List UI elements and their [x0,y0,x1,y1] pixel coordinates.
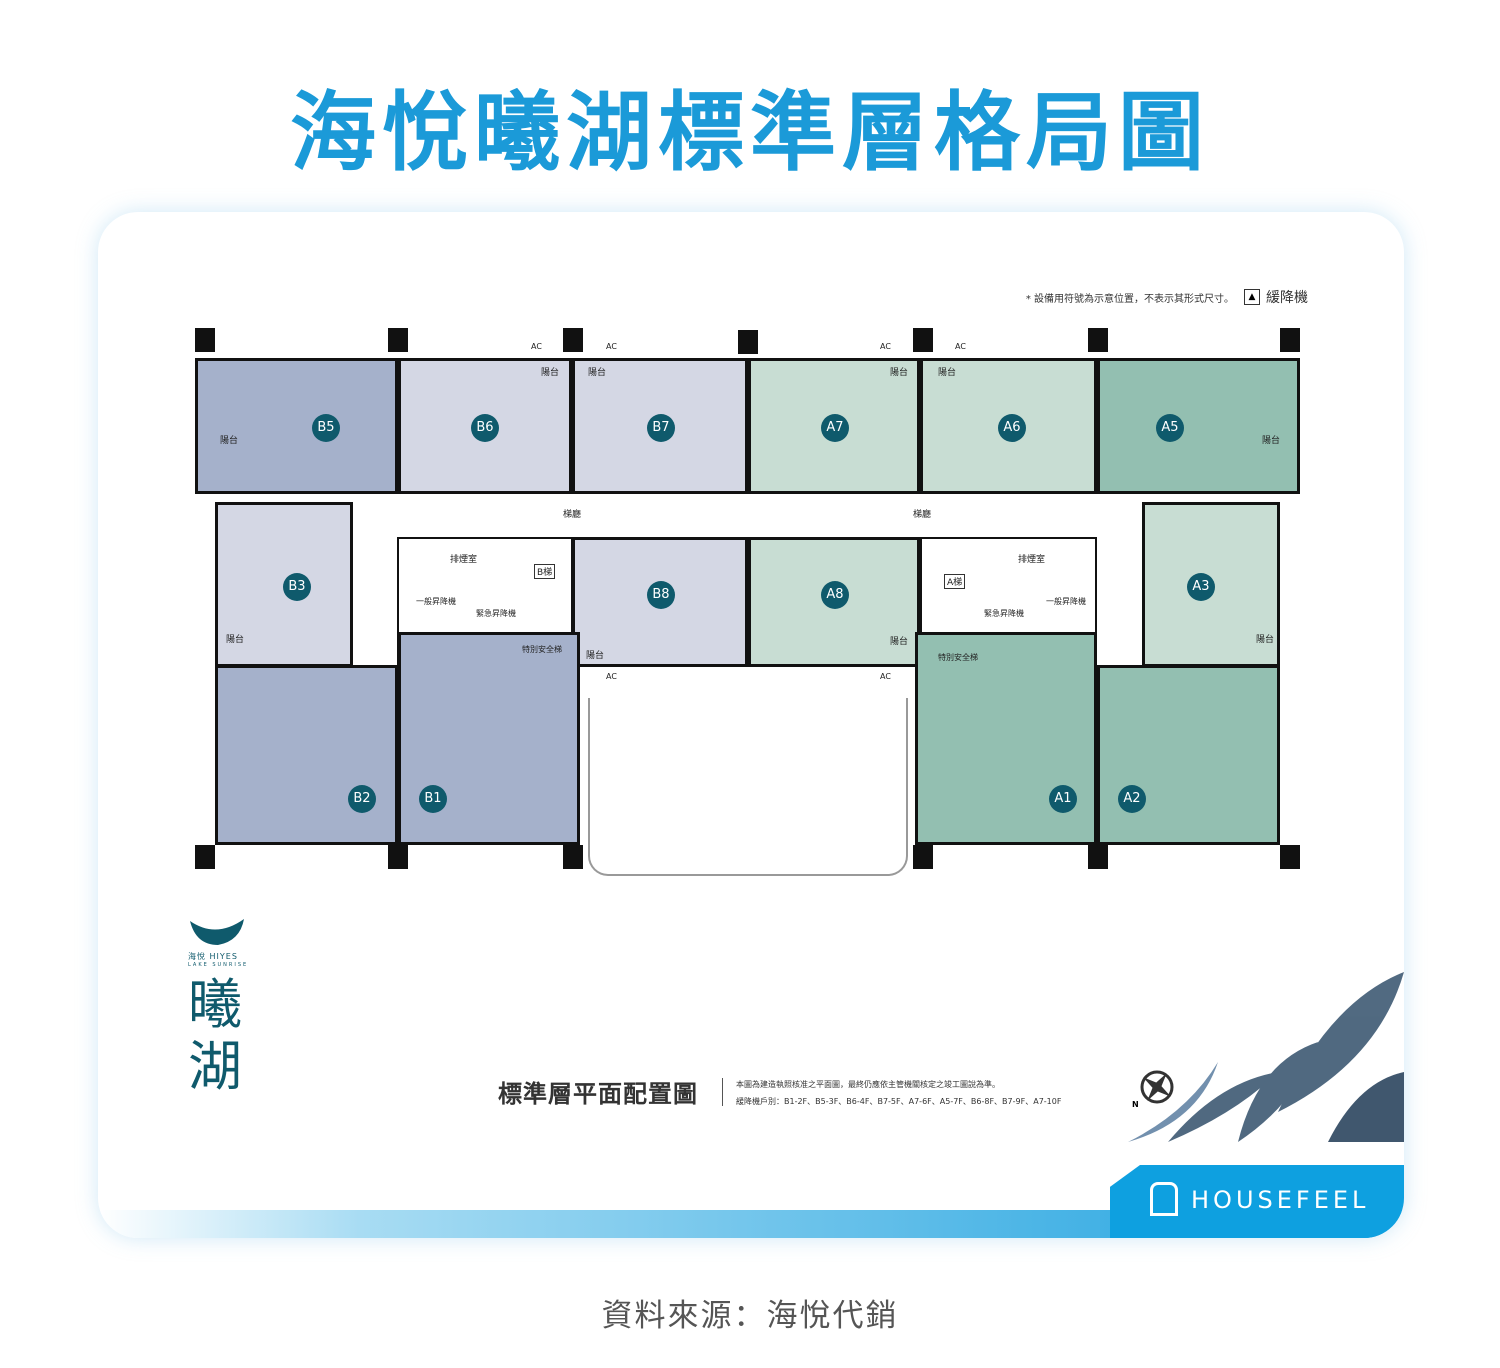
ac-label: AC [880,342,891,351]
caption-note: 本圖為建造執照核准之平面圖，最終仍應依主管機關核定之竣工圖說為準。 [736,1080,1000,1089]
wave-logo-icon [190,919,244,945]
floor-plan: 梯廳 梯廳 排煙室 排煙室 B梯 A梯 一般昇降機 緊急昇降機 一般昇降機 緊急… [98,212,1404,912]
north-label: N [1132,1100,1139,1109]
unit-a5 [1097,358,1300,494]
smoke-room-label: 排煙室 [1018,555,1046,565]
unit-badge-a1: A1 [1049,785,1077,813]
unit-badge-b8: B8 [647,581,675,609]
balcony-label: 陽台 [938,368,957,378]
balcony-label: 陽台 [541,368,560,378]
lobby-label: 梯廳 [563,510,582,520]
column [563,845,583,869]
emergency-elevator-label: 緊急昇降機 [984,609,1024,618]
hiyes-logo: 海悅 HIYES LAKE SUNRISE 曦湖 [188,917,258,1098]
logo-sub: LAKE SUNRISE [188,962,249,968]
unit-badge-b3: B3 [283,573,311,601]
unit-badge-a3: A3 [1187,573,1215,601]
unit-a1 [915,632,1097,845]
balcony-label: 陽台 [586,651,605,661]
column [1088,845,1108,869]
column [563,328,583,352]
ac-label: AC [531,342,542,351]
compass-icon: N [1132,1068,1176,1110]
equipment-note: * 設備用符號為示意位置，不表示其形式尺寸。 [1025,294,1234,305]
floor-plan-card: * 設備用符號為示意位置，不表示其形式尺寸。 ▲ 緩降機 梯廳 梯廳 排煙室 排… [98,212,1404,1238]
balcony-label: 陽台 [890,368,909,378]
ac-label: AC [606,342,617,351]
page-title: 海悅曦湖標準層格局圖 [290,83,1210,183]
unit-badge-a5: A5 [1156,414,1184,442]
unit-a3 [1142,502,1280,667]
balcony-label: 陽台 [220,436,239,446]
safety-stair-label: 特別安全梯 [522,645,562,654]
column [738,330,758,354]
emergency-elevator-label: 緊急昇降機 [476,609,516,618]
ac-label: AC [880,672,891,681]
balcony-label: 陽台 [1256,635,1275,645]
unit-b1 [398,632,580,845]
housefeel-logo-icon [1150,1182,1178,1216]
unit-badge-a7: A7 [821,414,849,442]
column [1088,328,1108,352]
unit-badge-b2: B2 [348,785,376,813]
unit-badge-a2: A2 [1118,785,1146,813]
descender-icon: ▲ [1244,289,1260,305]
balcony-label: 陽台 [226,635,245,645]
elevator-label: 一般昇降機 [1046,597,1086,606]
unit-badge-b5: B5 [312,414,340,442]
column [388,845,408,869]
courtyard [588,698,908,876]
unit-badge-b1: B1 [419,785,447,813]
elevator-label: 一般昇降機 [416,597,456,606]
unit-badge-a6: A6 [998,414,1026,442]
housefeel-watermark: HOUSEFEEL [1191,1186,1370,1214]
unit-badge-b6: B6 [471,414,499,442]
ac-label: AC [955,342,966,351]
unit-b5 [195,358,398,494]
unit-a2 [1097,665,1280,845]
divider [722,1078,723,1106]
column [195,845,215,869]
column [913,328,933,352]
unit-badge-a8: A8 [821,581,849,609]
housefeel-tab [1110,1165,1404,1238]
column [195,328,215,352]
column [1280,328,1300,352]
logo-name: 曦湖 [188,973,242,1098]
column [388,328,408,352]
b-stair-label: B梯 [534,564,556,579]
balcony-label: 陽台 [588,368,607,378]
ac-label: AC [606,672,617,681]
smoke-room-label: 排煙室 [450,555,478,565]
plan-caption: 標準層平面配置圖 [498,1080,698,1108]
caption-note: 緩降機戶別：B1-2F、B5-3F、B6-4F、B7-5F、A7-6F、A5-7… [736,1097,1062,1106]
column [1280,845,1300,869]
balcony-label: 陽台 [890,637,909,647]
a-stair-label: A梯 [944,574,966,589]
tropical-leaves-decoration [1128,972,1404,1142]
balcony-label: 陽台 [1262,436,1281,446]
unit-b2 [215,665,398,845]
source-text: 資料來源：海悅代銷 [601,1298,899,1334]
legend-label: 緩降機 [1266,290,1308,306]
column [913,845,933,869]
safety-stair-label: 特別安全梯 [938,653,978,662]
unit-badge-b7: B7 [647,414,675,442]
logo-brand: 海悅 HIYES [188,952,238,961]
lobby-label: 梯廳 [913,510,932,520]
